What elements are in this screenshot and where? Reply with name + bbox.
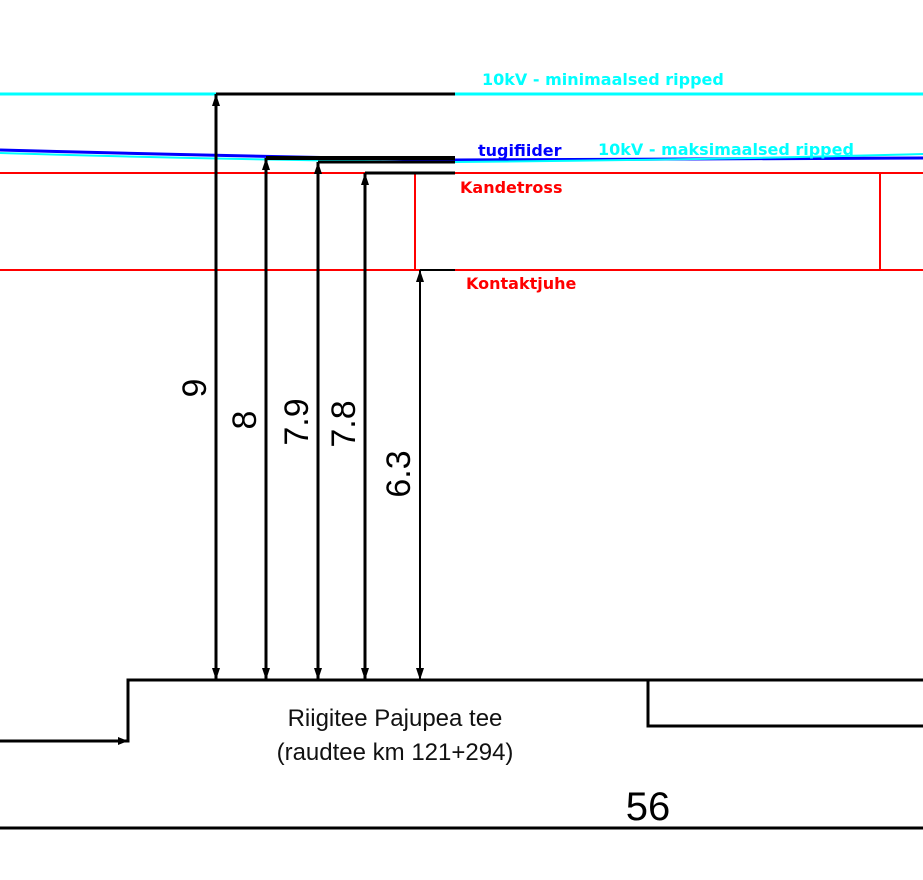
dimension-7-8: 7.8 (325, 400, 363, 447)
dimension-9: 9 (176, 379, 214, 398)
dimension-arrows (212, 94, 424, 680)
label-catenary: Kandetross (460, 178, 562, 197)
road-km: (raudtee km 121+294) (277, 739, 514, 766)
road-name: Riigitee Pajupea tee (288, 705, 503, 732)
label-contact-wire: Kontaktjuhe (466, 274, 577, 293)
dimension-8: 8 (226, 411, 264, 430)
label-min-sag: 10kV - minimaalsed ripped (482, 70, 724, 89)
label-feeder: tugifiider (478, 141, 562, 160)
road-profile-right (646, 680, 923, 728)
dimension-7-9: 7.9 (278, 398, 316, 445)
road-profile (0, 678, 923, 743)
span-value: 56 (626, 785, 671, 829)
dimension-6-3: 6.3 (380, 450, 418, 497)
label-max-sag: 10kV - maksimaalsed ripped (598, 140, 854, 159)
road-arrow-left (118, 737, 128, 745)
